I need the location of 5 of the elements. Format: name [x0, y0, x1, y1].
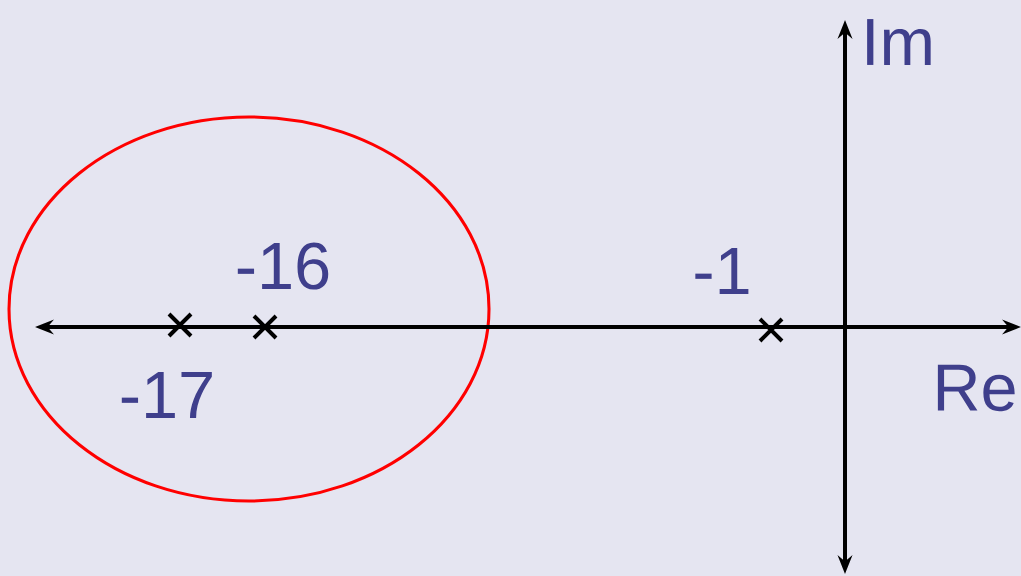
axis-label: -1: [695, 248, 749, 294]
axis-label: Re: [937, 364, 1015, 412]
axis-label: -17: [121, 372, 212, 418]
axis-label: Im: [867, 19, 931, 65]
axis-label: -16: [237, 242, 329, 290]
